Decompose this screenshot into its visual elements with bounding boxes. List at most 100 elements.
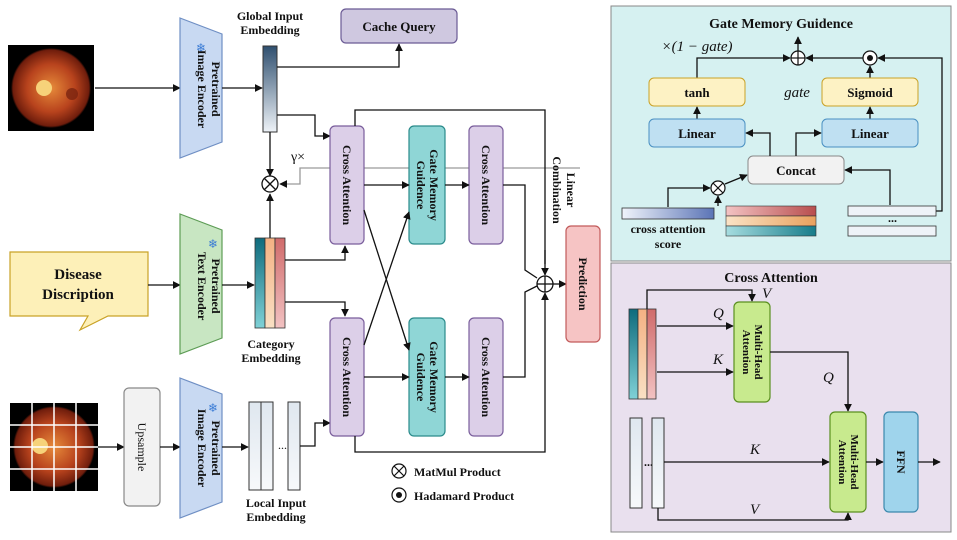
snowflake-icon: ❄ [208,237,218,251]
global-embedding-label-2: Embedding [240,23,299,37]
hadamard-icon [862,50,878,66]
category-embedding-label-1: Category [247,337,294,351]
svg-text:LinearCombination: LinearCombination [550,156,578,224]
category-embedding-rows [725,205,817,237]
q-label: Q [713,306,724,322]
disease-description-box: Disease Discription [9,251,149,332]
linear-box-left [648,118,746,148]
global-input-embedding-bar [262,45,278,133]
gamma-label: γ× [290,150,305,165]
text-encoder-label-1: Pretrained [209,258,223,313]
legend: MatMul Product Hadamard Product [391,463,514,503]
disease-label-2: Discription [42,287,114,303]
pretrained-text-encoder: ❄ PretrainedText Encoder [179,213,223,355]
gate-block-label-2: Guidence [414,353,428,402]
upsample-label: Upsample [135,423,149,472]
cross-attention-label: Cross Attention [340,337,354,417]
one-minus-gate-label: ×(1 − gate) [661,39,732,55]
matmul-icon [710,180,726,196]
local-embedding-label-2: Embedding [246,510,305,524]
snowflake-icon: ❄ [196,41,206,55]
local-embedding-label-1: Local Input [246,496,306,510]
category-embedding-stack [628,308,657,400]
gate-label: gate [784,85,810,101]
gate-block-label-1: Gate Memory [427,149,441,221]
text-encoder-label-2: Text Encoder [195,252,209,321]
memory-rows: ... [847,205,937,237]
score-label-1: cross attention [631,222,706,236]
category-embedding-stack [254,237,286,329]
q-label: Q [823,370,834,386]
linear-label: Linear [678,126,716,141]
mha-label-1: Multi-Head [752,325,764,380]
tanh-label: tanh [684,85,710,100]
category-embedding-label-2: Embedding [241,351,300,365]
ffn-label: FFN [894,450,908,474]
pretrained-image-encoder-local: ❄ PretrainedImage Encoder [179,377,223,519]
svg-text:PretrainedText Encoder: PretrainedText Encoder [195,252,223,321]
oplus-icon [536,275,554,293]
hadamard-icon [391,487,407,503]
cross-attention-label: Cross Attention [479,337,493,417]
local-input-embedding: ... [629,417,665,509]
gate-memory-block-top: Gate MemoryGuidence [408,125,446,245]
cache-query-label: Cache Query [362,19,436,34]
mha-label-2: Attention [836,440,848,485]
svg-text:Multi-HeadAttention: Multi-HeadAttention [740,325,764,380]
sigmoid-box [821,77,919,107]
global-embedding-label-1: Global Input [237,9,303,23]
concat-label: Concat [776,163,816,178]
cross-attention-block-top-right: Cross Attention [468,125,504,245]
cross-attention-block-bottom: Cross Attention [329,317,365,437]
encoder-local-label-1: Pretrained [209,420,223,475]
fundus-image-patches [10,403,98,491]
v-label: V [750,502,761,518]
svg-text:PretrainedImage Encoder: PretrainedImage Encoder [195,409,223,488]
encoder-local-label-2: Image Encoder [195,409,209,488]
attn-ellipsis: ... [644,455,653,469]
memory-ellipsis: ... [888,211,897,225]
svg-text:Gate MemoryGuidence: Gate MemoryGuidence [414,341,441,413]
cross-attention-block-top: Cross Attention [329,125,365,245]
disease-label-1: Disease [54,267,102,283]
mha-label-2: Attention [740,330,752,375]
cross-attention-score-bar [621,207,715,220]
matmul-icon [391,463,407,479]
prediction-label: Prediction [576,257,590,310]
encoder-label-line1: Pretrained [209,61,223,116]
prediction-box: Prediction [565,225,601,343]
k-label: K [749,442,761,458]
linear-combination-label-1: Linear [564,173,578,208]
attn-panel-title: Cross Attention [724,271,818,286]
snowflake-icon: ❄ [208,401,218,415]
legend-matmul: MatMul Product [414,465,501,479]
k-label: K [712,352,724,368]
cache-query-box [340,8,458,44]
fundus-image-global [8,45,94,131]
legend-hadamard: Hadamard Product [414,489,514,503]
cross-attention-label: Cross Attention [479,145,493,225]
svg-text:Gate MemoryGuidence: Gate MemoryGuidence [414,149,441,221]
oplus-icon [790,50,806,66]
matmul-icon [261,175,279,193]
v-label: V [762,286,773,302]
sigmoid-label: Sigmoid [847,85,893,100]
linear-box-right [821,118,919,148]
linear-combination-label-2: Combination [550,156,564,224]
tanh-box [648,77,746,107]
pretrained-image-encoder-global: ❄ PretrainedImage Encoder [179,17,223,159]
cross-attention-label: Cross Attention [340,145,354,225]
mha-label-1: Multi-Head [848,435,860,490]
svg-text:Multi-HeadAttention: Multi-HeadAttention [836,435,860,490]
svg-text:PretrainedImage Encoder: PretrainedImage Encoder [195,50,223,129]
gate-memory-block-bottom: Gate MemoryGuidence [408,317,446,437]
linear-label: Linear [851,126,889,141]
gate-block-label-2: Guidence [414,161,428,210]
encoder-label-line2: Image Encoder [195,50,209,129]
local-input-embedding: ... [248,401,301,491]
score-label-2: score [655,237,682,251]
gate-block-label-1: Gate Memory [427,341,441,413]
cross-attention-block-bottom-right: Cross Attention [468,317,504,437]
local-ellipsis: ... [278,438,287,452]
